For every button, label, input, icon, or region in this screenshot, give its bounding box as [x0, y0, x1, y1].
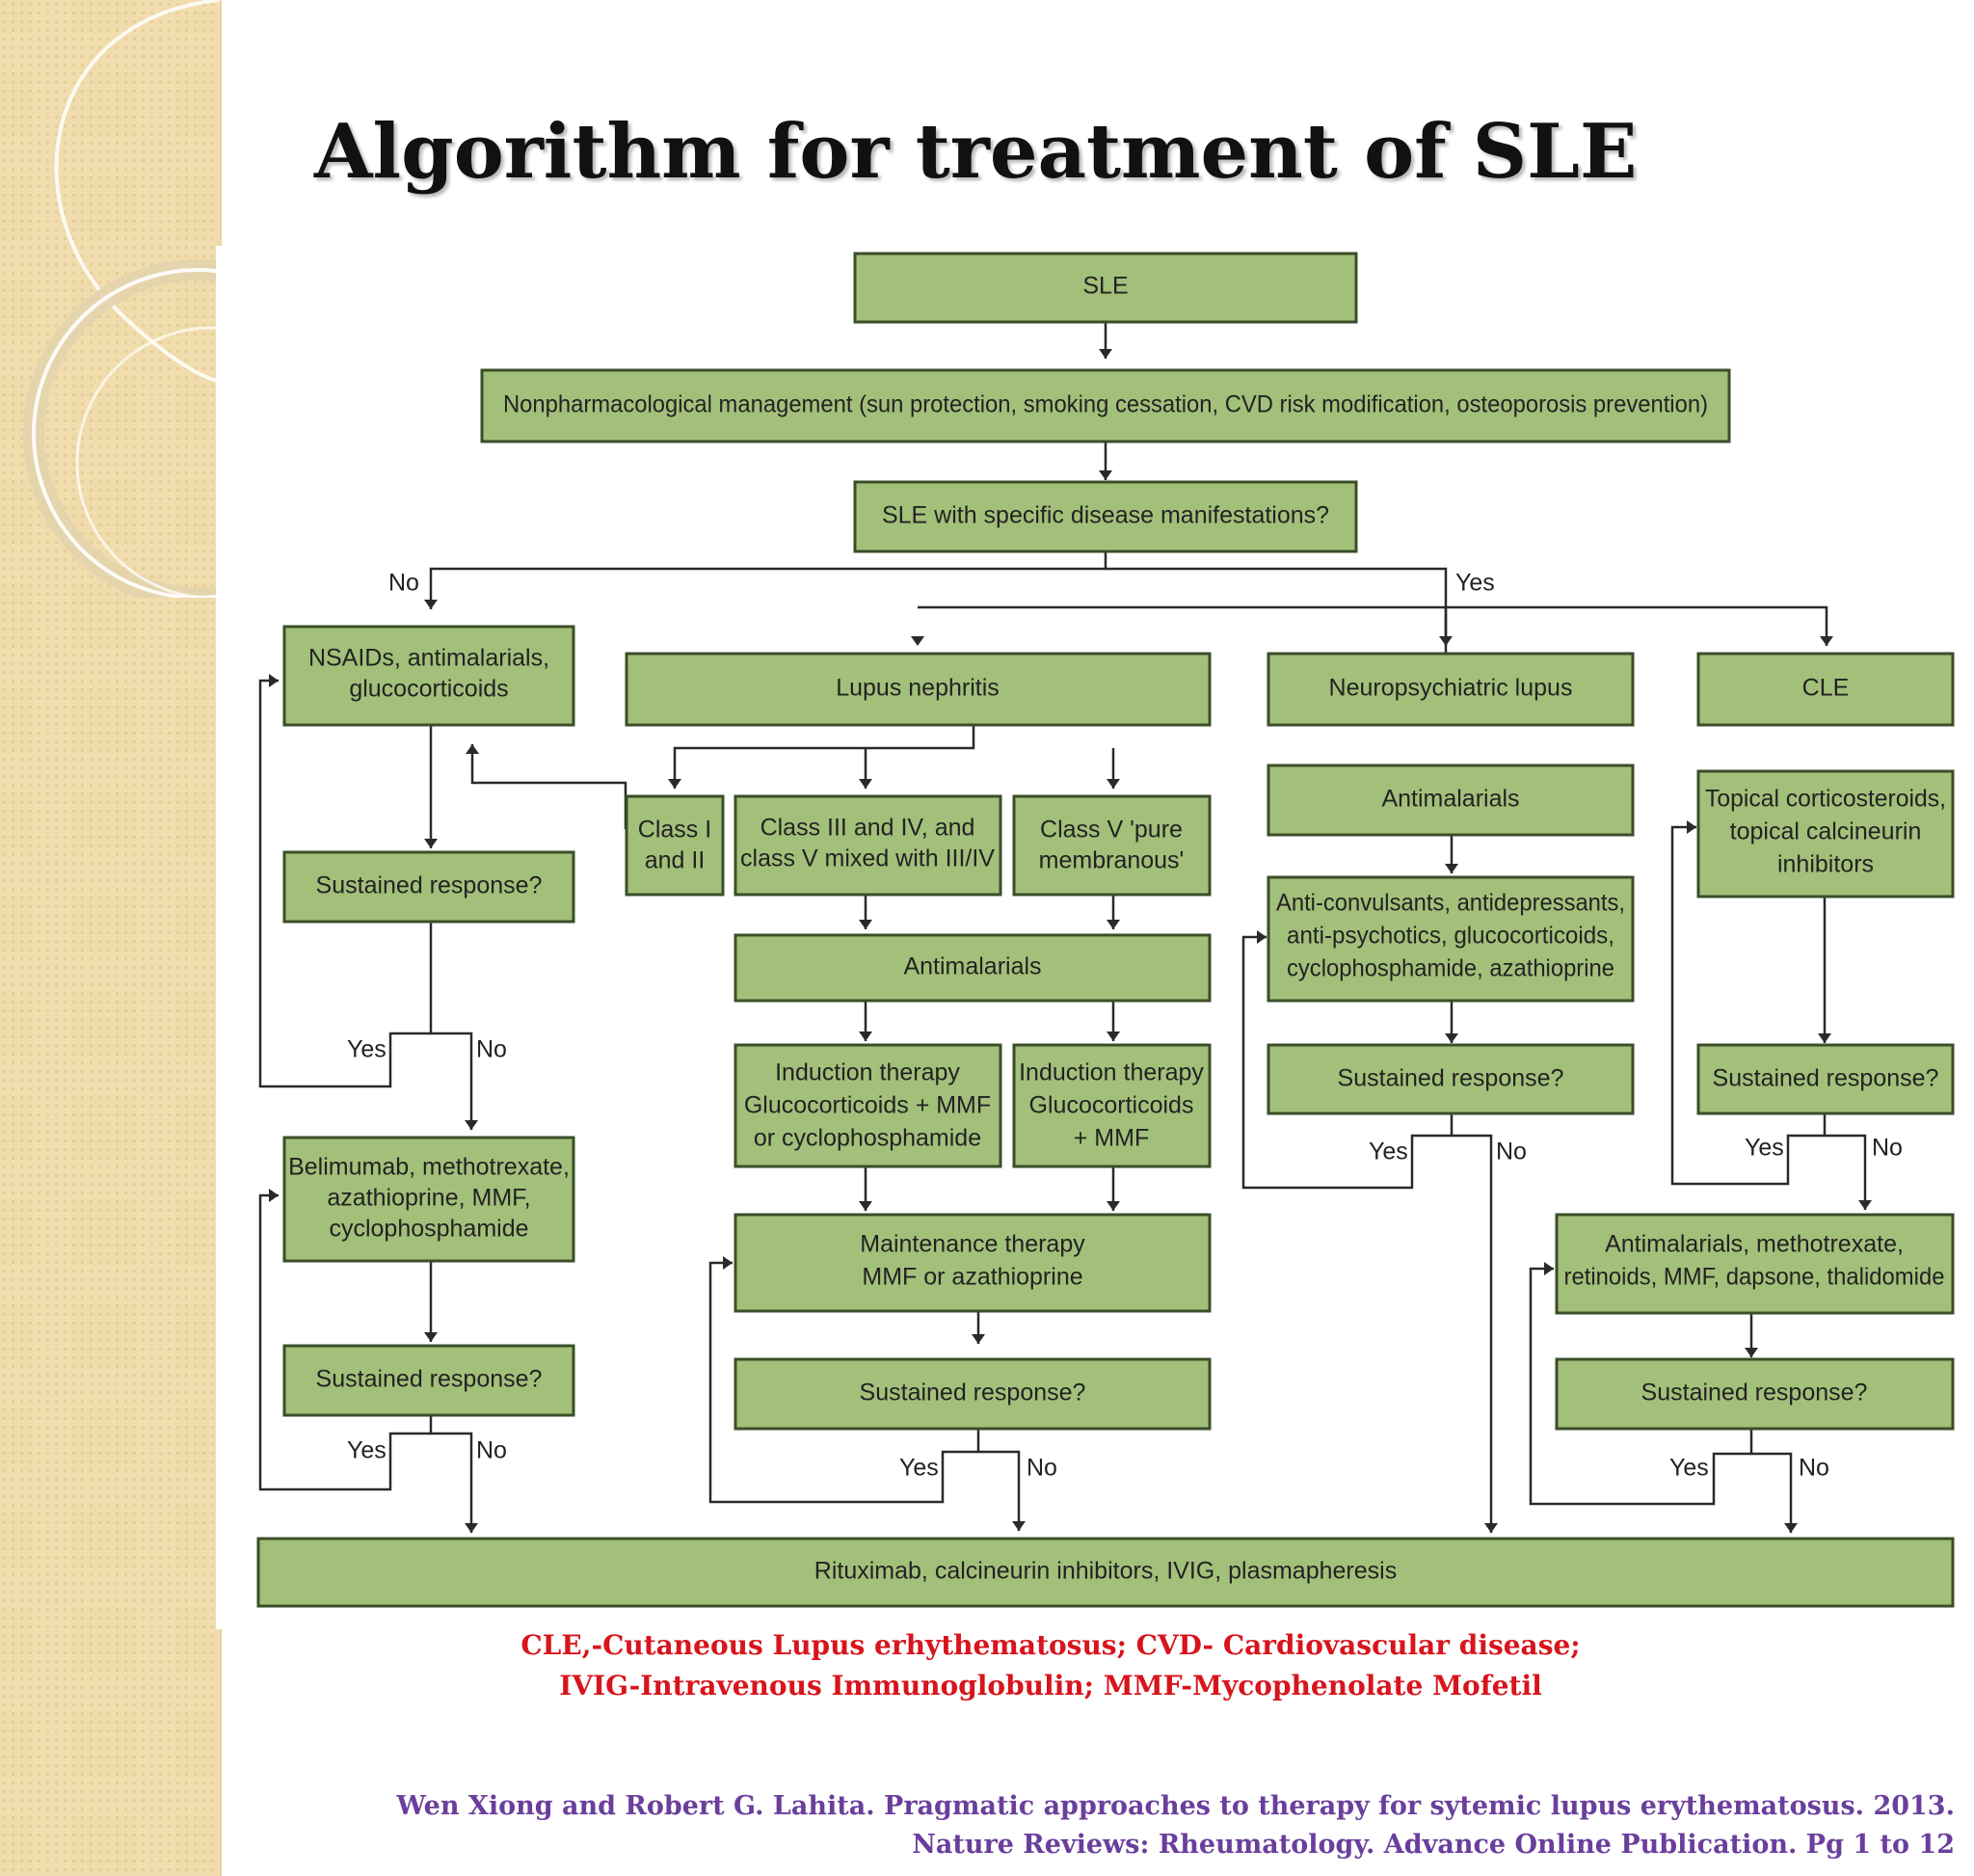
- branch-label-no: No: [476, 1437, 507, 1464]
- citation: Wen Xiong and Robert G. Lahita. Pragmati…: [316, 1787, 1955, 1864]
- node-nonpharmacological-management: Nonpharmacological management (sun prote…: [480, 368, 1731, 443]
- branch-label-yes: Yes: [899, 1455, 939, 1482]
- node-label: Anti-convulsants, antidepressants,: [1276, 890, 1625, 917]
- branch-label-yes: Yes: [347, 1036, 387, 1063]
- node-label: retinoids, MMF, dapsone, thalidomide: [1564, 1264, 1945, 1291]
- node-label: Induction therapy: [775, 1059, 960, 1086]
- node-specific-manifestations: SLE with specific disease manifestations…: [853, 480, 1358, 553]
- citation-line: Nature Reviews: Rheumatology. Advance On…: [912, 1830, 1955, 1860]
- node-sustained-response-cle-2: Sustained response?: [1555, 1357, 1955, 1431]
- node-label: class V mixed with III/IV: [740, 845, 995, 872]
- node-rituximab: Rituximab, calcineurin inhibitors, IVIG,…: [256, 1537, 1955, 1608]
- node-label: Sustained response?: [860, 1380, 1086, 1407]
- node-sustained-response-ln: Sustained response?: [734, 1357, 1212, 1431]
- node-label: SLE with specific disease manifestations…: [882, 502, 1329, 529]
- node-label: Class III and IV, and: [760, 815, 975, 842]
- abbreviations-note: CLE,-Cutaneous Lupus erhythematosus; CVD…: [414, 1625, 1687, 1706]
- node-label: Lupus nephritis: [836, 675, 1000, 702]
- node-sustained-response-np: Sustained response?: [1267, 1043, 1635, 1115]
- node-label: and II: [645, 847, 706, 874]
- node-class-1-2: Class I and II: [625, 794, 725, 897]
- branch-label-no: No: [388, 570, 419, 597]
- node-topical-treatment: Topical corticosteroids, topical calcine…: [1696, 769, 1955, 898]
- branch-label-no: No: [1027, 1455, 1057, 1482]
- node-label: Antimalarials: [1381, 786, 1519, 813]
- node-sustained-response-cle-1: Sustained response?: [1696, 1043, 1955, 1115]
- abbreviations-line: IVIG-Intravenous Immunoglobulin; MMF-Myc…: [559, 1670, 1542, 1702]
- branch-label-yes: Yes: [347, 1437, 387, 1464]
- branch-label-no: No: [1496, 1139, 1527, 1166]
- node-induction-therapy-2: Induction therapy Glucocorticoids + MMF: [1012, 1043, 1212, 1168]
- node-label: membranous': [1039, 847, 1185, 874]
- node-neuropsychiatric-lupus: Neuropsychiatric lupus: [1267, 652, 1635, 727]
- node-nsaids: NSAIDs, antimalarials, glucocorticoids: [282, 625, 575, 727]
- node-label: Glucocorticoids: [1029, 1092, 1194, 1119]
- node-label: Nonpharmacological management (sun prote…: [503, 391, 1708, 418]
- node-lupus-nephritis: Lupus nephritis: [625, 652, 1212, 727]
- node-np-medications: Anti-convulsants, antidepressants, anti-…: [1267, 875, 1635, 1003]
- node-cle-systemic-medications: Antimalarials, methotrexate, retinoids, …: [1555, 1213, 1955, 1315]
- node-label: NSAIDs, antimalarials,: [308, 645, 549, 672]
- node-label: Maintenance therapy: [860, 1231, 1085, 1258]
- branch-label-no: No: [476, 1036, 507, 1063]
- node-label: or cyclophosphamide: [754, 1125, 981, 1152]
- node-maintenance-therapy: Maintenance therapy MMF or azathioprine: [734, 1213, 1212, 1313]
- node-class-5: Class V 'pure membranous': [1012, 794, 1212, 897]
- slide-title: Algorithm for treatment of SLE: [314, 108, 1638, 196]
- node-label: Topical corticosteroids,: [1705, 786, 1946, 813]
- node-label: cyclophosphamide: [329, 1216, 528, 1243]
- node-label: anti-psychotics, glucocorticoids,: [1287, 923, 1614, 950]
- node-label: Sustained response?: [316, 1366, 543, 1393]
- node-label: inhibitors: [1777, 851, 1874, 878]
- node-label: Antimalarials: [903, 953, 1041, 980]
- node-label: Belimumab, methotrexate,: [288, 1154, 570, 1181]
- node-label: Class V 'pure: [1040, 817, 1183, 844]
- node-label: Sustained response?: [1338, 1065, 1564, 1092]
- abbreviations-line: CLE,-Cutaneous Lupus erhythematosus; CVD…: [520, 1629, 1581, 1661]
- decorative-swirl: [23, 0, 220, 598]
- node-belimumab: Belimumab, methotrexate, azathioprine, M…: [282, 1136, 575, 1263]
- node-label: CLE: [1802, 675, 1850, 702]
- node-ln-antimalarials: Antimalarials: [734, 933, 1212, 1003]
- node-sle: SLE: [853, 252, 1358, 324]
- node-label: topical calcineurin: [1730, 818, 1922, 845]
- node-label: azathioprine, MMF,: [327, 1185, 530, 1212]
- node-label: Sustained response?: [1713, 1065, 1939, 1092]
- node-sustained-response-left-1: Sustained response?: [282, 850, 575, 924]
- node-label: Sustained response?: [316, 872, 543, 899]
- node-label: Induction therapy: [1019, 1059, 1204, 1086]
- node-label: cyclophosphamide, azathioprine: [1287, 955, 1614, 982]
- node-label: SLE: [1082, 273, 1128, 300]
- node-cle: CLE: [1696, 652, 1955, 727]
- arrowheads: [269, 349, 1872, 1533]
- branch-label-yes: Yes: [1369, 1139, 1408, 1166]
- decorative-sidebar: [0, 0, 222, 1876]
- branch-label-no: No: [1872, 1135, 1903, 1162]
- citation-line: Wen Xiong and Robert G. Lahita. Pragmati…: [396, 1791, 1955, 1821]
- node-label: Class I: [638, 817, 711, 844]
- node-induction-therapy-1: Induction therapy Glucocorticoids + MMF …: [734, 1043, 1002, 1168]
- branch-label-yes: Yes: [1455, 570, 1495, 597]
- node-label: glucocorticoids: [349, 676, 508, 703]
- branch-label-yes: Yes: [1669, 1455, 1709, 1482]
- node-label: Antimalarials, methotrexate,: [1605, 1231, 1904, 1258]
- node-np-antimalarials: Antimalarials: [1267, 764, 1635, 837]
- node-label: + MMF: [1074, 1125, 1149, 1152]
- node-label: Rituximab, calcineurin inhibitors, IVIG,…: [814, 1558, 1397, 1585]
- node-label: Glucocorticoids + MMF: [744, 1092, 991, 1119]
- node-label: MMF or azathioprine: [862, 1264, 1082, 1291]
- branch-label-yes: Yes: [1745, 1135, 1784, 1162]
- node-label: Sustained response?: [1641, 1380, 1868, 1407]
- node-sustained-response-left-2: Sustained response?: [282, 1344, 575, 1417]
- node-label: Neuropsychiatric lupus: [1329, 675, 1573, 702]
- node-class-3-4: Class III and IV, and class V mixed with…: [734, 794, 1002, 897]
- branch-label-no: No: [1799, 1455, 1829, 1482]
